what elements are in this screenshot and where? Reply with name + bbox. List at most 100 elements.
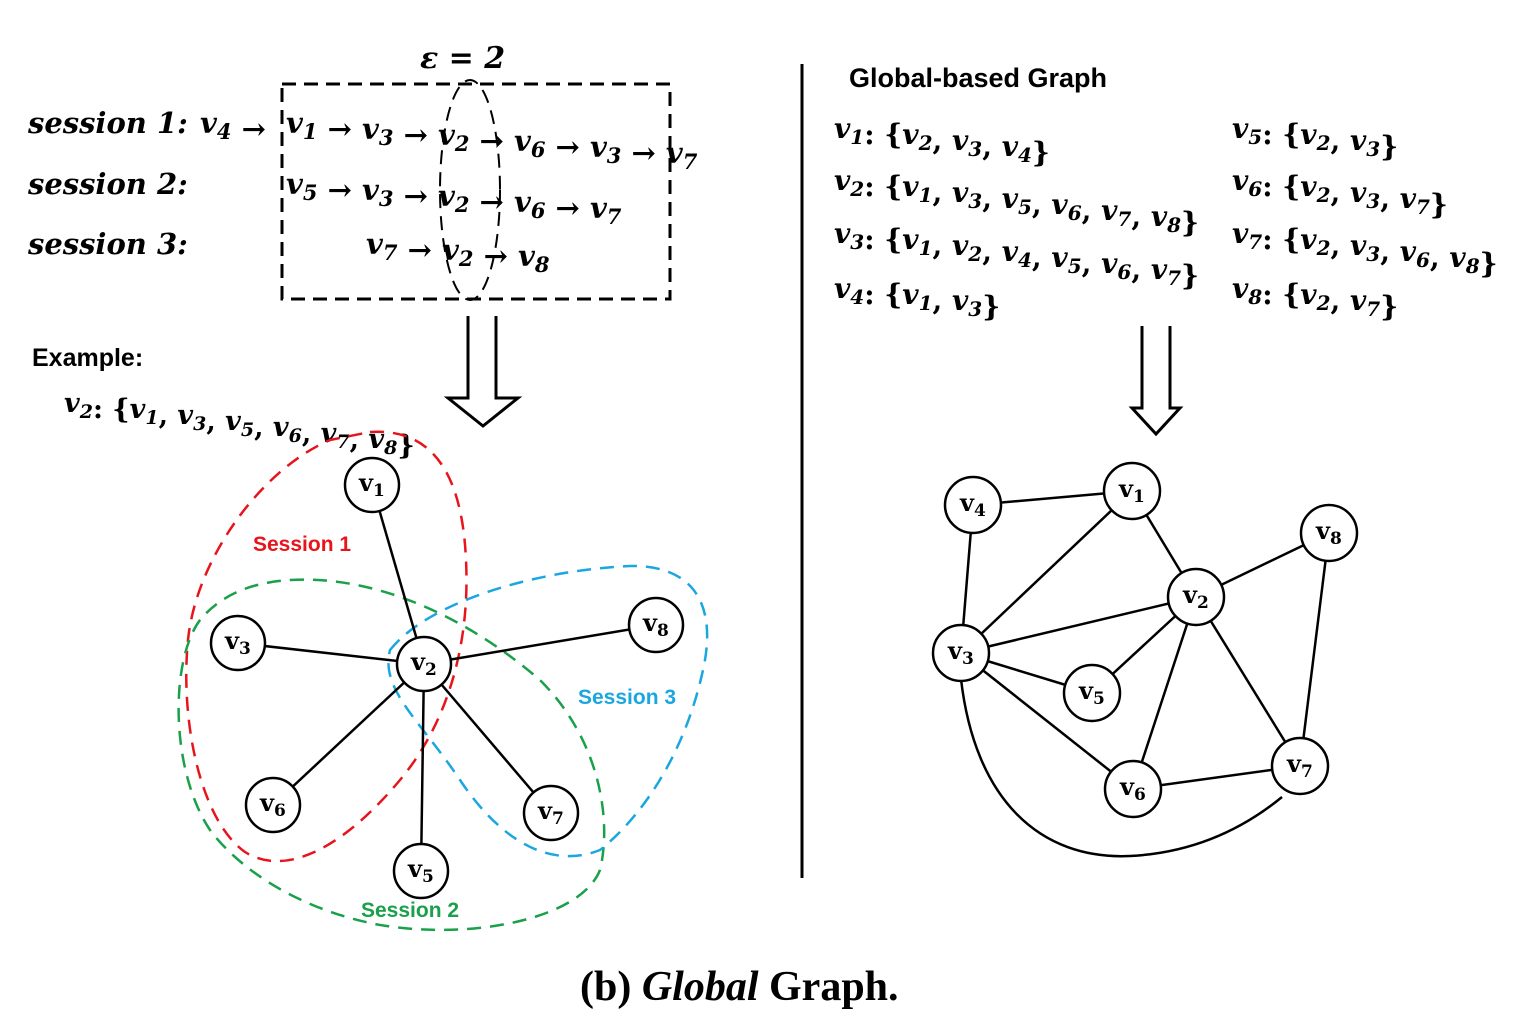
node-label: v8 (1315, 516, 1342, 549)
math-symbol: } (1380, 130, 1398, 163)
caption-prefix: (b) (580, 964, 642, 1010)
math-symbol: , (1380, 235, 1400, 268)
var-subscript: 1 (1133, 487, 1145, 507)
math-symbol: : { (864, 278, 902, 311)
math-symbol: } (1480, 247, 1498, 280)
node-circle (627, 596, 685, 654)
var-v3: v (952, 176, 969, 209)
var-v6: v (273, 412, 289, 443)
var-v3: v (1350, 176, 1367, 209)
var-subscript: 2 (454, 192, 470, 217)
var-v5: v (1232, 112, 1249, 145)
math-symbol: , (1082, 247, 1102, 280)
math-symbol: → (393, 179, 438, 213)
var-subscript: 6 (1117, 260, 1131, 284)
figure-caption: (b) Global Graph. (580, 964, 899, 1010)
example-node-v5: v5 (392, 842, 450, 900)
var-v4: v (1002, 130, 1019, 163)
example-graph: Session 1 Session 2 Session 3 v1v2v3v5v6… (177, 430, 709, 932)
adjacency-entry-v7: v7: {v2, v3, v6, v8} (1232, 217, 1498, 280)
var-v5: v (1078, 676, 1094, 705)
var-v6: v (1119, 772, 1135, 801)
var-v6: v (1232, 164, 1249, 197)
math-symbol: } (397, 430, 414, 461)
var-v2: v (64, 388, 80, 419)
session-1-label: Session 1 (253, 533, 351, 556)
adjacency-entry-v2: v2: {v1, v3, v5, v6, v7, v8} (834, 164, 1199, 239)
node-label: v4 (959, 488, 986, 521)
math-symbol: → (469, 185, 514, 219)
var-v3: v (952, 124, 969, 157)
math-symbol: : { (1262, 278, 1300, 311)
var-v1: v (358, 468, 374, 497)
var-subscript: 2 (849, 177, 864, 201)
var-subscript: 2 (1316, 236, 1331, 260)
var-subscript: 2 (918, 131, 933, 155)
math-symbol: , (350, 424, 369, 455)
node-circle (1166, 567, 1226, 627)
var-subscript: 7 (552, 809, 564, 829)
var-subscript: 5 (241, 419, 254, 441)
session-2-region (177, 578, 606, 932)
var-subscript: 8 (383, 437, 397, 459)
var-v4: v (1002, 235, 1019, 268)
var-subscript: 7 (383, 240, 398, 265)
math-symbol: , (302, 418, 321, 449)
math-symbol: : { (1262, 170, 1300, 203)
var-v3: v (590, 130, 608, 164)
var-subscript: 5 (1068, 254, 1082, 278)
var-subscript: 8 (1465, 254, 1480, 278)
math-symbol: , (933, 176, 953, 209)
var-subscript: 8 (1247, 285, 1262, 309)
var-subscript: 8 (1330, 529, 1342, 549)
math-symbol: → (469, 124, 514, 158)
var-subscript: 4 (217, 119, 232, 144)
adjacency-entry-v8: v8: {v2, v7} (1232, 272, 1398, 323)
global-node-v5: v5 (1062, 663, 1122, 723)
var-v3: v (1350, 229, 1367, 262)
var-v4: v (200, 106, 218, 140)
math-symbol: → (473, 239, 518, 273)
node-circle (343, 456, 401, 514)
var-v3: v (362, 173, 380, 207)
math-symbol: , (1032, 241, 1052, 274)
var-subscript: 2 (425, 660, 437, 680)
var-subscript: 1 (373, 481, 385, 501)
math-symbol: } (1430, 188, 1448, 221)
var-v7: v (1151, 253, 1168, 286)
var-v5: v (225, 406, 241, 437)
v2-window-ellipse (439, 79, 501, 301)
math-symbol: → (545, 191, 590, 225)
var-v2: v (1300, 170, 1317, 203)
node-circle (931, 623, 991, 683)
var-subscript: 8 (657, 621, 669, 641)
node-label: v2 (1182, 580, 1209, 613)
var-subscript: 6 (531, 198, 546, 223)
var-subscript: 3 (968, 297, 982, 321)
node-circle (1102, 461, 1162, 521)
session-sequence-1: v1 → v3 → v2 → v6 → v3 → v7 (286, 106, 698, 174)
math-symbol: , (1331, 284, 1351, 317)
var-subscript: 3 (1366, 137, 1380, 161)
var-v7: v (1286, 749, 1302, 778)
var-subscript: 6 (531, 137, 546, 162)
session-label-1: session 1: (27, 106, 188, 140)
var-v1: v (286, 106, 304, 140)
math-symbol: → (545, 130, 590, 164)
var-v4: v (834, 272, 851, 305)
var-v8: v (368, 424, 384, 455)
var-subscript: 8 (534, 252, 550, 277)
session-label-3: session 3: (27, 227, 188, 261)
var-v7: v (537, 796, 553, 825)
math-symbol: , (982, 235, 1002, 268)
var-subscript: 7 (1366, 297, 1380, 321)
var-subscript: 3 (239, 639, 251, 659)
global-node-v2: v2 (1166, 567, 1226, 627)
math-symbol: : { (864, 170, 902, 203)
caption-italic: Global (642, 964, 759, 1010)
math-symbol: : { (864, 118, 902, 151)
adjacency-entry-v1: v1: {v2, v3, v4} (834, 112, 1050, 169)
math-symbol: , (1430, 241, 1450, 274)
session-sequence-2: v5 → v3 → v2 → v6 → v7 (286, 167, 622, 229)
